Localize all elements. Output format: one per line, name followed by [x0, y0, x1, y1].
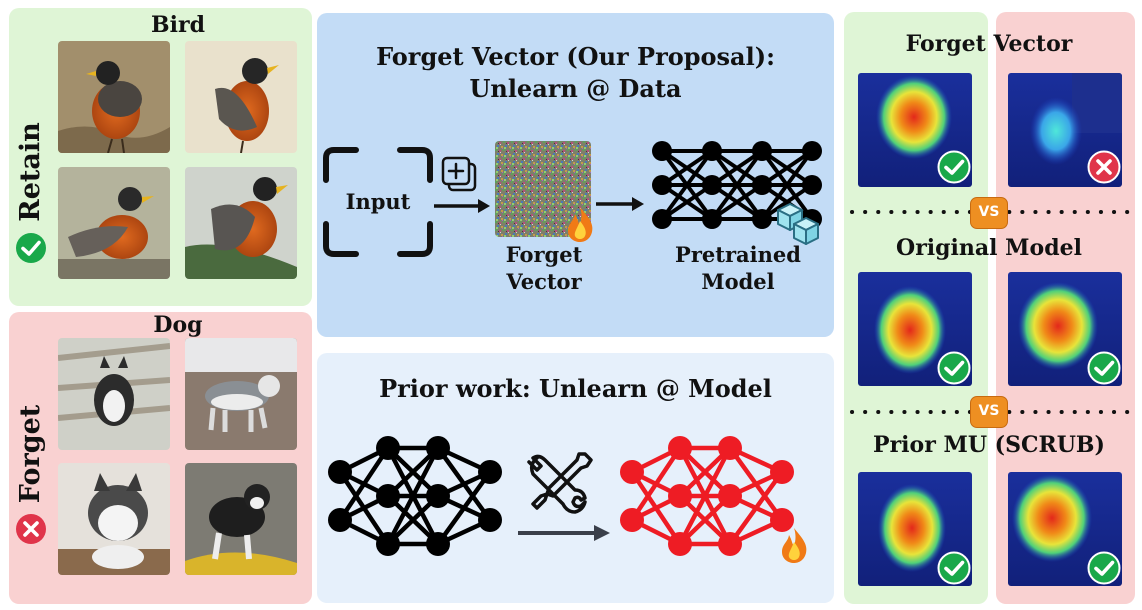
vs-badge: VS — [970, 396, 1008, 428]
dog-photo — [58, 338, 170, 450]
prior-title: Prior work: Unlearn @ Model — [379, 374, 772, 403]
input-frame — [322, 146, 434, 258]
vector-label-line1: Forget — [505, 242, 583, 267]
model-label-line1: Pretrained — [675, 242, 801, 267]
bird-photo — [185, 41, 297, 153]
forget-side-label: Forget — [15, 404, 46, 504]
forget-vector-noise — [495, 141, 591, 237]
pretrained-network — [648, 135, 828, 235]
check-icon — [937, 150, 971, 184]
cross-icon — [1087, 150, 1121, 184]
heatmap-dog — [1008, 272, 1122, 386]
retain-side-label: Retain — [15, 122, 46, 222]
proposal-title-line1: Forget Vector (Our Proposal): — [376, 42, 775, 71]
cross-icon — [15, 513, 47, 545]
row-title-original-model: Original Model — [896, 235, 1082, 261]
proposal-title-line2: Unlearn @ Data — [469, 74, 682, 103]
heatmap-dog — [1008, 472, 1122, 586]
fire-icon — [778, 526, 810, 564]
forget-class-label: Dog — [153, 312, 203, 338]
arrow-vector-to-model — [594, 194, 646, 214]
check-icon — [1087, 351, 1121, 385]
dog-photo — [58, 463, 170, 575]
fire-icon — [564, 205, 596, 243]
plus-icon — [440, 155, 480, 195]
retain-class-label: Bird — [151, 12, 205, 38]
ice-cube-icon — [772, 200, 824, 246]
vector-label-line2: Vector — [506, 269, 582, 294]
bird-photo — [58, 167, 170, 279]
arrow-input-to-vector — [432, 196, 492, 216]
dog-photo — [185, 338, 297, 450]
check-icon — [937, 551, 971, 585]
check-icon — [1087, 551, 1121, 585]
input-label: Input — [345, 189, 411, 214]
arrow-model-update — [516, 522, 612, 544]
bird-photo — [185, 167, 297, 279]
dog-photo — [185, 463, 297, 575]
check-icon — [15, 232, 47, 264]
row-title-prior-mu: Prior MU (SCRUB) — [873, 432, 1105, 458]
row-title-forget-vector: Forget Vector — [905, 31, 1073, 57]
unlearned-network — [618, 432, 808, 560]
original-network — [326, 432, 516, 560]
bird-photo — [58, 41, 170, 153]
model-label-line2: Model — [701, 269, 775, 294]
vs-badge: VS — [970, 197, 1008, 229]
check-icon — [937, 351, 971, 385]
tools-icon — [523, 448, 595, 520]
